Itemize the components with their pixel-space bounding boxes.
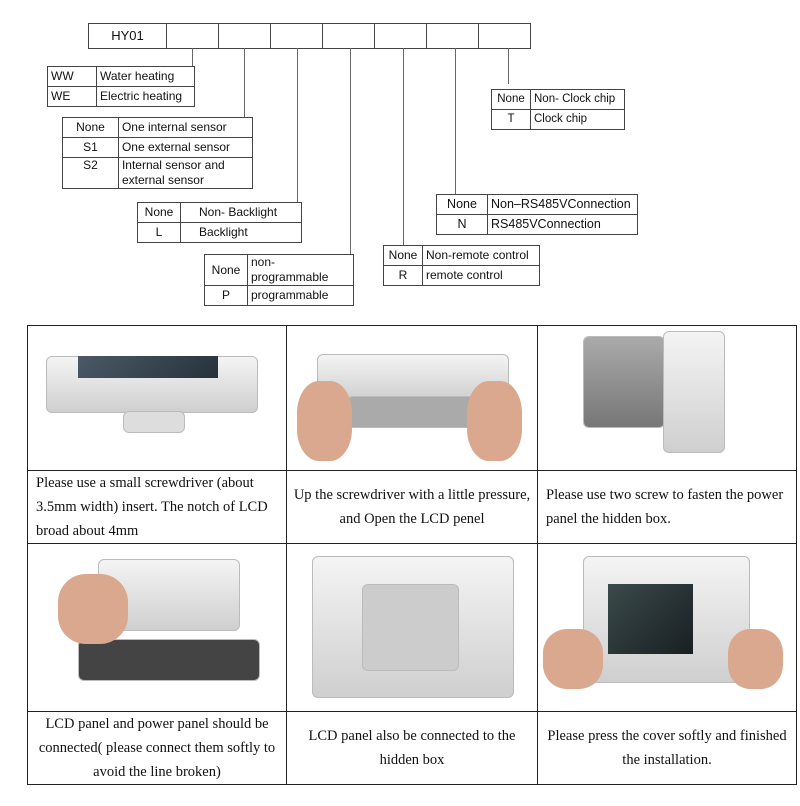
- option-label: Non-remote control: [422, 245, 540, 266]
- step-text: Up the screwdriver with a little pressur…: [286, 470, 538, 544]
- option-code: None: [137, 202, 181, 223]
- option-label: Non- Clock chip: [530, 89, 625, 110]
- option-label: remote control: [422, 265, 540, 286]
- connector-line: [403, 48, 404, 245]
- installation-steps-table: Please use a small screwdriver (about 3.…: [27, 325, 797, 785]
- model-code: HY01: [111, 28, 144, 43]
- option-label: Backlight: [180, 222, 302, 243]
- option-code: None: [383, 245, 423, 266]
- option-code: WW: [47, 66, 97, 87]
- option-code: L: [137, 222, 181, 243]
- option-code: None: [204, 254, 248, 286]
- option-code: R: [383, 265, 423, 286]
- step-photo: [286, 325, 538, 471]
- step-photo: [537, 543, 797, 712]
- option-code: WE: [47, 86, 97, 107]
- connector-line: [350, 48, 351, 254]
- connector-line: [297, 48, 298, 202]
- step-text: Please use two screw to fasten the power…: [537, 470, 797, 544]
- option-label: Non–RS485VConnection: [487, 194, 638, 215]
- step-text: LCD panel and power panel should be conn…: [27, 711, 287, 785]
- code-slot: [478, 24, 530, 48]
- step-text: LCD panel also be connected to the hidde…: [286, 711, 538, 785]
- connector-line: [455, 48, 456, 194]
- option-code: None: [491, 89, 531, 110]
- option-label: Non- Backlight: [180, 202, 302, 223]
- option-label: Electric heating: [96, 86, 195, 107]
- option-code: S2: [62, 157, 119, 189]
- connector-line: [508, 48, 509, 84]
- option-code: P: [204, 285, 248, 306]
- option-code: None: [62, 117, 119, 138]
- step-photo: [286, 543, 538, 712]
- option-label: Internal sensor and external sensor: [117, 157, 254, 189]
- step-text: Please press the cover softly and finish…: [537, 711, 797, 785]
- code-slot: [218, 24, 270, 48]
- option-label: Clock chip: [530, 109, 625, 130]
- connector-line: [244, 48, 245, 117]
- code-slot: [322, 24, 374, 48]
- option-code: None: [436, 194, 488, 215]
- option-label: non-programmable: [247, 254, 354, 286]
- connector-line: [192, 48, 193, 66]
- code-slot: [166, 24, 218, 48]
- step-text: Please use a small screwdriver (about 3.…: [27, 470, 287, 544]
- option-code: S1: [62, 137, 119, 158]
- option-label: programmable: [247, 285, 354, 306]
- option-label: Water heating: [96, 66, 195, 87]
- option-label: RS485VConnection: [487, 214, 638, 235]
- model-code-box: HY01: [88, 23, 531, 49]
- option-code: N: [436, 214, 488, 235]
- code-slot: [374, 24, 426, 48]
- step-photo: [27, 325, 287, 471]
- option-code: T: [491, 109, 531, 130]
- option-label: One internal sensor: [117, 117, 254, 138]
- step-photo: [537, 325, 797, 471]
- step-photo: [27, 543, 287, 712]
- option-label: One external sensor: [117, 137, 254, 158]
- code-slot: [426, 24, 478, 48]
- code-slot: [270, 24, 322, 48]
